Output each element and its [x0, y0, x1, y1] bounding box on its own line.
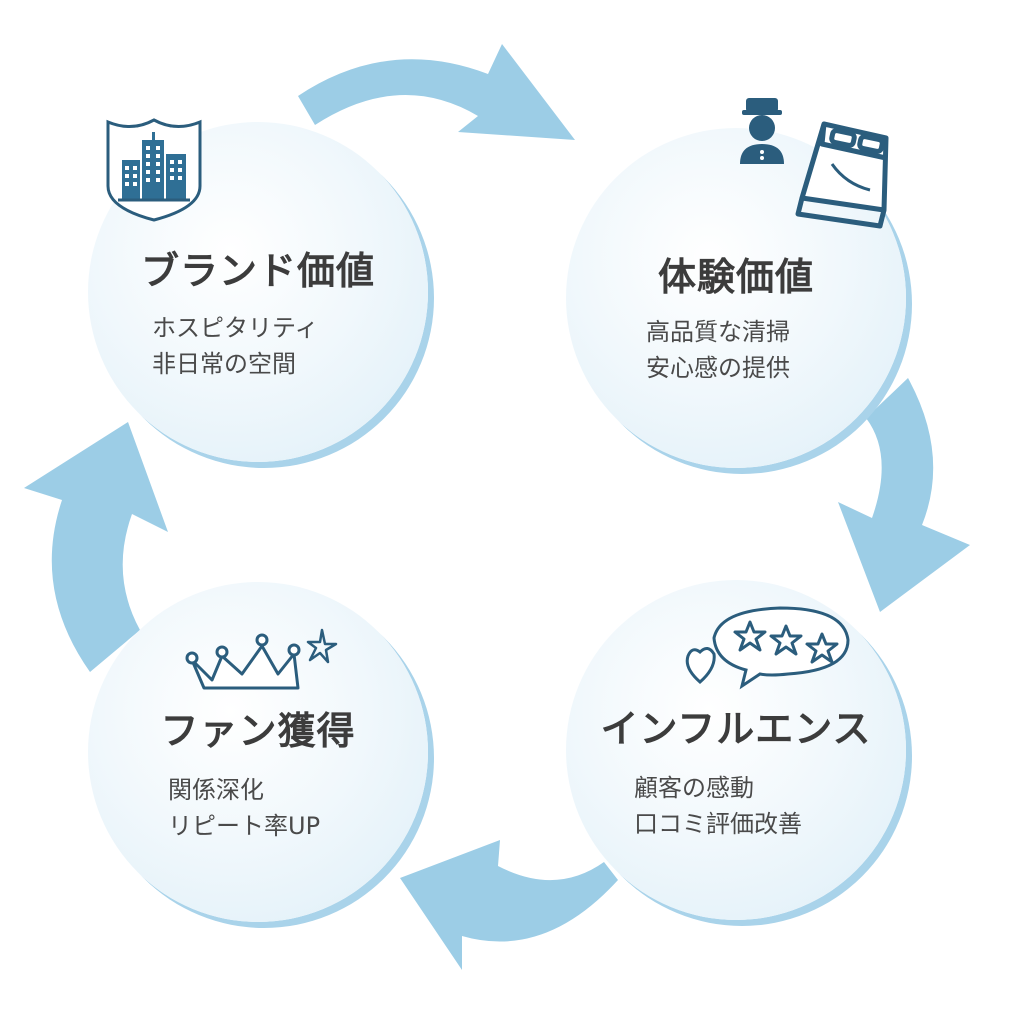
building-shield-icon [106, 118, 202, 222]
node-experience-title: 体験価値 [657, 255, 814, 299]
arrow-fan-to-brand [24, 422, 168, 672]
node-fan-line-1: 関係深化 [168, 776, 264, 804]
arrow-brand-to-experience [298, 44, 575, 140]
node-fan: ファン獲得 関係深化 リピート率UP [88, 582, 428, 922]
star-icon [733, 620, 767, 652]
node-influence-title: インフルエンス [600, 707, 872, 751]
arrow-experience-to-influence [838, 378, 970, 612]
node-influence-desc: 顧客の感動 口コミ評価改善 [634, 770, 802, 842]
heart-icon [685, 647, 716, 684]
bellboy-bed-icon [740, 98, 889, 229]
node-influence-line-2: 口コミ評価改善 [634, 810, 802, 838]
bed-icon [795, 121, 889, 229]
sparkle-icon [306, 628, 338, 664]
node-brand-title: ブランド価値 [140, 249, 375, 293]
bellboy-icon [740, 98, 784, 164]
crown-sparkle-icon [185, 628, 338, 690]
node-experience-line-2: 安心感の提供 [646, 354, 790, 382]
review-stars-icon [685, 606, 850, 690]
node-influence-line-1: 顧客の感動 [634, 774, 754, 802]
node-fan-line-2: リピート率UP [168, 812, 321, 840]
star-icon [805, 632, 839, 664]
node-brand: ブランド価値 ホスピタリティ 非日常の空間 [88, 122, 428, 462]
arrow-influence-to-fan [400, 840, 618, 970]
node-fan-desc: 関係深化 リピート率UP [168, 772, 320, 844]
node-brand-line-1: ホスピタリティ [152, 314, 319, 342]
star-icon [769, 624, 803, 656]
node-experience-desc: 高品質な清掃 安心感の提供 [646, 314, 790, 386]
node-fan-title: ファン獲得 [160, 709, 356, 753]
node-brand-line-2: 非日常の空間 [152, 350, 296, 378]
node-brand-desc: ホスピタリティ 非日常の空間 [152, 310, 319, 382]
node-experience-line-1: 高品質な清掃 [646, 318, 790, 346]
crown-icon [190, 644, 300, 690]
node-influence: インフルエンス 顧客の感動 口コミ評価改善 [566, 580, 906, 920]
